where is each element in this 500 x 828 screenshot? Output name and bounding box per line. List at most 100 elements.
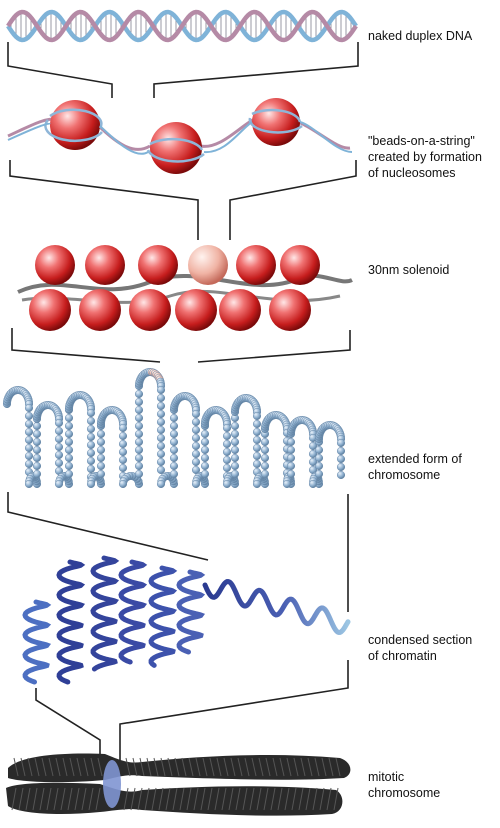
chromatin-bead (260, 453, 270, 463)
chromatin-bead (32, 461, 42, 471)
naked-dna-helix (6, 9, 358, 43)
chromatin-bead (86, 464, 96, 474)
chromatin-bead (118, 439, 128, 449)
nucleosome (252, 98, 300, 146)
solenoid-nucleosome (129, 289, 171, 331)
chromatin-bead (134, 437, 144, 447)
chromatin-bead (191, 417, 201, 427)
chromatin-bead (252, 459, 262, 469)
chromatin-bead (308, 441, 318, 451)
chromatin-bead (118, 463, 128, 473)
chromatin-bead (64, 413, 74, 423)
chromatin-bead (308, 449, 318, 459)
beads-on-a-string (7, 98, 353, 174)
chromatin-bead (308, 479, 318, 489)
chromatin-bead (230, 453, 240, 463)
solenoid-nucleosome (219, 289, 261, 331)
chromatin-bead (200, 445, 210, 455)
chromatin-bead (156, 433, 166, 443)
chromatid-lower (6, 782, 343, 816)
chromatin-bead (118, 423, 128, 433)
chromatin-bead (134, 453, 144, 463)
chromatin-bead (54, 442, 64, 452)
chromatin-bead (308, 457, 318, 467)
solenoid-nucleosome (236, 245, 276, 285)
chromatin-bead (252, 435, 262, 445)
chromatin-bead (260, 469, 270, 479)
chromatin-bead (96, 461, 106, 471)
chromatin-bead (134, 429, 144, 439)
chromatin-bead (286, 437, 296, 447)
chromatin-bead (134, 397, 144, 407)
chromatin-bead (169, 469, 179, 479)
chromatin-bead (252, 411, 262, 421)
chromatin-bead (169, 445, 179, 455)
chromatin-bead (336, 446, 346, 456)
chromatin-bead (118, 455, 128, 465)
chromatin-bead (286, 453, 296, 463)
chromatin-bead (24, 459, 34, 469)
chromatin-bead (156, 465, 166, 475)
linker-dna (7, 121, 353, 155)
chromatin-bead (54, 450, 64, 460)
chromatin-bead (134, 389, 144, 399)
chromatin-bead (134, 421, 144, 431)
chromatin-bead (32, 445, 42, 455)
chromatin-bead (96, 453, 106, 463)
chromatin-bead (54, 434, 64, 444)
solenoid-nucleosome (85, 245, 125, 285)
chromatin-bead (230, 437, 240, 447)
chromatin-bead (230, 461, 240, 471)
chromatin-bead (252, 443, 262, 453)
chromatin-bead (191, 441, 201, 451)
chromatin-bead (260, 461, 270, 471)
chromatin-bead (64, 421, 74, 431)
chromatin-bead (24, 427, 34, 437)
chromatin-bead (230, 469, 240, 479)
chromatin-bead (24, 443, 34, 453)
chromatin-bead (134, 461, 144, 471)
extended-chromosome-loops (2, 367, 346, 489)
chromatin-coil (148, 565, 178, 668)
chromosome-texture (11, 757, 341, 811)
chromatin-bead (169, 429, 179, 439)
label-30nm-solenoid: 30nm solenoid (368, 263, 450, 277)
chromatin-bead (169, 453, 179, 463)
chromatin-bead (230, 421, 240, 431)
chromatin-bead (200, 429, 210, 439)
chromatin-coil (176, 569, 206, 655)
chromatin-bead (314, 461, 324, 471)
label-extended-form: extended form of chromosome (368, 452, 462, 482)
chromatin-bead (169, 461, 179, 471)
chromatin-bead (222, 431, 232, 441)
chromatin-bead (336, 462, 346, 472)
chromatin-bead (96, 429, 106, 439)
solenoid-nucleosome (269, 289, 311, 331)
chromatin-bead (156, 425, 166, 435)
chromatin-bead (230, 445, 240, 455)
chromatin-bead (32, 469, 42, 479)
chromatin-bead (24, 451, 34, 461)
connector-lines (7, 42, 359, 762)
chromatin-bead (252, 419, 262, 429)
chromatin-bead (118, 447, 128, 457)
chromatin-bead (24, 479, 34, 489)
chromatin-fiber-tail (202, 578, 351, 636)
chromatin-bead (134, 445, 144, 455)
chromatin-bead (32, 437, 42, 447)
chromatin-bead (134, 469, 144, 479)
label-beads-on-string: "beads-on-a-string" created by formation… (368, 134, 482, 180)
chromatin-bead (286, 461, 296, 471)
chromatin-bead (156, 385, 166, 395)
chromatin-bead (222, 463, 232, 473)
chromatin-bead (191, 425, 201, 435)
chromatin-bead (282, 479, 292, 489)
chromatin-bead (96, 445, 106, 455)
nucleosome (150, 122, 202, 174)
chromatin-bead (96, 469, 106, 479)
chromatin-bead (222, 479, 232, 489)
solenoid-nucleosome (175, 289, 217, 331)
label-condensed-chromatin: condensed section of chromatin (368, 633, 473, 663)
centromere (103, 760, 121, 808)
chromatin-bead (156, 441, 166, 451)
